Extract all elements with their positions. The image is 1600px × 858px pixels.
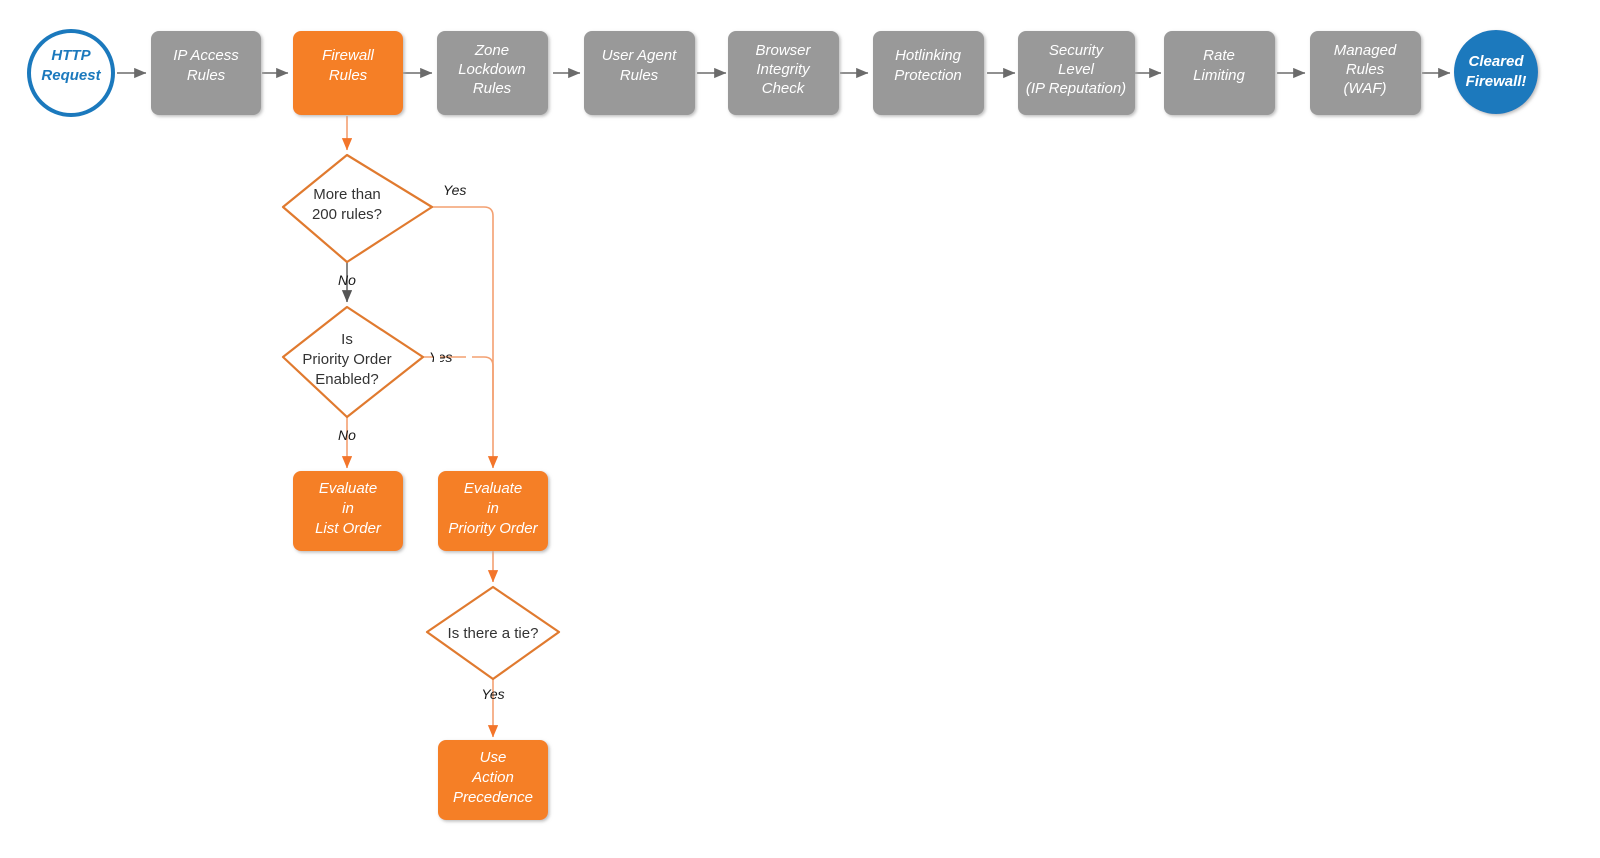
edge-label-no-200-rules: No [338,272,356,288]
decision-more-than-200-rules-shape [281,153,434,264]
node-rate-limiting-line-1: Limiting [1193,67,1245,84]
node-ip-access-rules[interactable]: IP Access Rules [151,31,261,115]
node-evaluate-in-list-order[interactable]: Evaluate in List Order [293,471,403,551]
node-cleared-firewall-line-0: Cleared [1468,53,1524,70]
node-http-request[interactable]: HTTP Request [27,29,115,117]
node-ip-access-rules-line-0: IP Access [173,47,239,64]
edge-label-yes-200-rules: Yes [443,182,466,198]
node-firewall-rules-shape [293,31,403,115]
node-firewall-rules-line-1: Rules [329,67,368,84]
decision-more-than-200-rules-line-1: 200 rules? [312,206,382,223]
end-circle-shape [1454,30,1538,114]
decision-is-priority-order-enabled-line-1: Priority Order [302,351,391,368]
node-managed-rules-waf[interactable]: Managed Rules (WAF) [1310,31,1421,115]
node-zone-lockdown-rules-line-2: Rules [473,80,512,97]
node-evaluate-in-list-order-line-0: Evaluate [319,480,377,497]
edge-label-no-priority-order: No [338,427,356,443]
node-user-agent-rules-shape [584,31,695,115]
node-evaluate-in-list-order-line-1: in [342,500,354,517]
label-backing-priority-right [466,348,472,366]
node-hotlinking-protection-shape [873,31,984,115]
node-rate-limiting-line-0: Rate [1203,47,1235,64]
node-browser-integrity-check-line-0: Browser [755,42,811,59]
decision-more-than-200-rules-line-0: More than [313,186,381,203]
node-evaluate-in-priority-order-shape [438,471,548,551]
node-http-request-line-0: HTTP [51,47,91,64]
connector-decisionpriority-yes-to-trunk [423,356,494,400]
node-evaluate-in-list-order-shape [293,471,403,551]
node-security-level-line-2: (IP Reputation) [1026,80,1126,97]
decision-is-there-a-tie-shape [425,585,561,681]
node-managed-rules-waf-line-1: Rules [1346,61,1385,78]
node-zone-lockdown-rules[interactable]: Zone Lockdown Rules [437,31,548,115]
node-security-level-line-1: Level [1058,61,1095,78]
node-browser-integrity-check-shape [728,31,839,115]
node-security-level[interactable]: Security Level (IP Reputation) [1018,31,1135,115]
node-browser-integrity-check-line-1: Integrity [756,61,811,78]
node-browser-integrity-check-line-2: Check [762,80,806,97]
node-use-action-precedence[interactable]: Use Action Precedence [438,740,548,820]
node-evaluate-in-priority-order-line-0: Evaluate [464,480,522,497]
node-evaluate-in-list-order-line-2: List Order [315,520,382,537]
node-evaluate-in-priority-order-line-1: in [487,500,499,517]
decision-is-priority-order-enabled-line-2: Enabled? [315,371,378,388]
label-backing-priority-left [434,348,440,366]
edge-label-yes-tie: Yes [481,686,504,702]
decision-more-than-200-rules[interactable]: More than 200 rules? [281,153,434,264]
node-rate-limiting-shape [1164,31,1275,115]
node-evaluate-in-priority-order-line-2: Priority Order [448,520,538,537]
node-user-agent-rules-line-0: User Agent [602,47,677,64]
node-evaluate-in-priority-order[interactable]: Evaluate in Priority Order [438,471,548,551]
node-ip-access-rules-shape [151,31,261,115]
node-http-request-line-1: Request [41,67,101,84]
node-use-action-precedence-shape [438,740,548,820]
edge-label-backings [434,348,472,366]
node-firewall-rules[interactable]: Firewall Rules [293,31,403,115]
node-zone-lockdown-rules-line-1: Lockdown [458,61,526,78]
decision-is-priority-order-enabled-shape [281,305,425,419]
node-user-agent-rules[interactable]: User Agent Rules [584,31,695,115]
node-use-action-precedence-line-0: Use [480,749,507,766]
edge-labels: Yes No Yes No Yes [338,182,505,702]
node-zone-lockdown-rules-shape [437,31,548,115]
node-managed-rules-waf-line-0: Managed [1334,42,1397,59]
node-cleared-firewall[interactable]: Cleared Firewall! [1454,30,1538,114]
connector-decision200-yes-to-priorityorder [432,206,499,469]
edge-label-yes-priority-order: Yes [429,349,452,365]
node-use-action-precedence-line-2: Precedence [453,789,533,806]
node-hotlinking-protection[interactable]: Hotlinking Protection [873,31,984,115]
node-rate-limiting[interactable]: Rate Limiting [1164,31,1275,115]
decision-is-priority-order-enabled[interactable]: Is Priority Order Enabled? [281,305,425,419]
node-browser-integrity-check[interactable]: Browser Integrity Check [728,31,839,115]
node-use-action-precedence-line-1: Action [471,769,514,786]
node-zone-lockdown-rules-line-0: Zone [474,42,509,59]
node-firewall-rules-line-0: Firewall [322,47,374,64]
decision-is-there-a-tie[interactable]: Is there a tie? [425,585,561,681]
node-ip-access-rules-line-1: Rules [187,67,226,84]
node-cleared-firewall-line-1: Firewall! [1466,73,1527,90]
node-security-level-line-0: Security [1049,42,1105,59]
node-managed-rules-waf-shape [1310,31,1421,115]
node-hotlinking-protection-line-1: Protection [894,67,962,84]
decision-is-there-a-tie-line-0: Is there a tie? [448,625,539,642]
decision-is-priority-order-enabled-line-0: Is [341,331,353,348]
node-hotlinking-protection-line-0: Hotlinking [895,47,962,64]
branch-connectors [341,116,499,738]
node-managed-rules-waf-line-2: (WAF) [1343,80,1386,97]
node-user-agent-rules-line-1: Rules [620,67,659,84]
start-circle-shape [27,29,115,117]
node-security-level-shape [1018,31,1135,115]
